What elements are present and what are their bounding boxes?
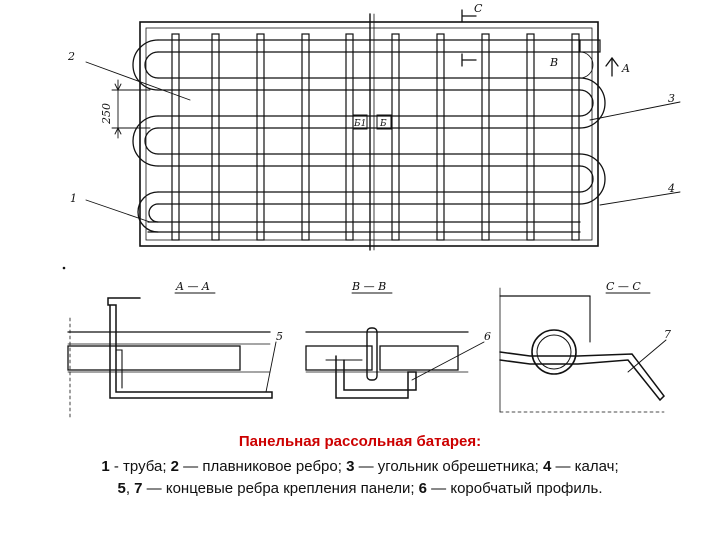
caption-item-number: 3 (346, 458, 355, 475)
mid-profile-left (352, 114, 368, 130)
caption-item-number: 7 (134, 480, 143, 497)
panel-frame (139, 21, 599, 247)
callout-7: 7 (664, 328, 671, 341)
leader-5 (265, 341, 277, 393)
outlet-pipe (579, 39, 601, 53)
callout-4: 4 (667, 182, 675, 195)
pipe-runs (147, 39, 581, 233)
section-c-c (499, 287, 667, 413)
section-a-a (67, 292, 277, 420)
fin-ribs (171, 33, 580, 241)
caption-item-text: — угольник обрешетника; (354, 458, 543, 475)
panel-frame-inner (145, 27, 593, 241)
leader-6 (411, 341, 485, 381)
section-b-b (305, 292, 485, 399)
section-c-title: C — C (606, 280, 641, 293)
left-return-bends (132, 39, 159, 233)
caption-line-1: 1 - труба; 2 — плавниковое ребро; 3 — уг… (0, 456, 720, 478)
dimension-250-label: 250 (100, 103, 113, 125)
caption-item-number: 2 (170, 458, 180, 475)
caption-title: Панельная рассольная батарея: (238, 433, 482, 450)
right-return-bends (579, 51, 606, 205)
cut-c-top (461, 9, 477, 23)
callout-2: 2 (67, 50, 75, 63)
section-a-title: A — A (175, 280, 210, 293)
leaders-plan (85, 61, 681, 223)
panel-plan-view (85, 9, 681, 251)
callout-6: 6 (484, 330, 491, 343)
caption-item-text: — плавниковое ребро; (179, 458, 347, 475)
brine-battery-drawing: 2 3 4 1 5 6 7 250 C B A Б1 Б A — A B — B… (62, 2, 681, 420)
caption-line-2: 5, 7 — концевые ребра крепления панели; … (0, 478, 720, 500)
caption-item-text: , (125, 480, 135, 497)
callout-5: 5 (276, 330, 283, 343)
caption-item-text: - труба; (109, 458, 171, 475)
caption-item-text: — калач; (551, 458, 619, 475)
mid-label-right: Б (379, 119, 387, 129)
cut-c-bottom (461, 53, 477, 67)
caption-item-number: 6 (418, 480, 428, 497)
dimension-250 (111, 79, 151, 139)
cut-c-label: C (474, 2, 483, 15)
section-b-title: B — B (351, 280, 386, 293)
callout-3: 3 (668, 92, 675, 105)
cut-b-label: B (549, 56, 558, 69)
mid-profile-right (376, 114, 392, 130)
caption-item-text: — коробчатый профиль. (427, 480, 603, 497)
caption-item-number: 1 (101, 458, 110, 475)
caption-item-number: 5 (117, 480, 126, 497)
cut-a-label: A (621, 62, 630, 75)
mid-label-left: Б1 (353, 119, 366, 129)
caption-item-text: — концевые ребра крепления панели; (142, 480, 419, 497)
leader-7 (627, 339, 667, 373)
cut-a-arrow (605, 56, 619, 77)
caption-item-number: 4 (542, 458, 552, 475)
callout-1: 1 (70, 192, 77, 205)
